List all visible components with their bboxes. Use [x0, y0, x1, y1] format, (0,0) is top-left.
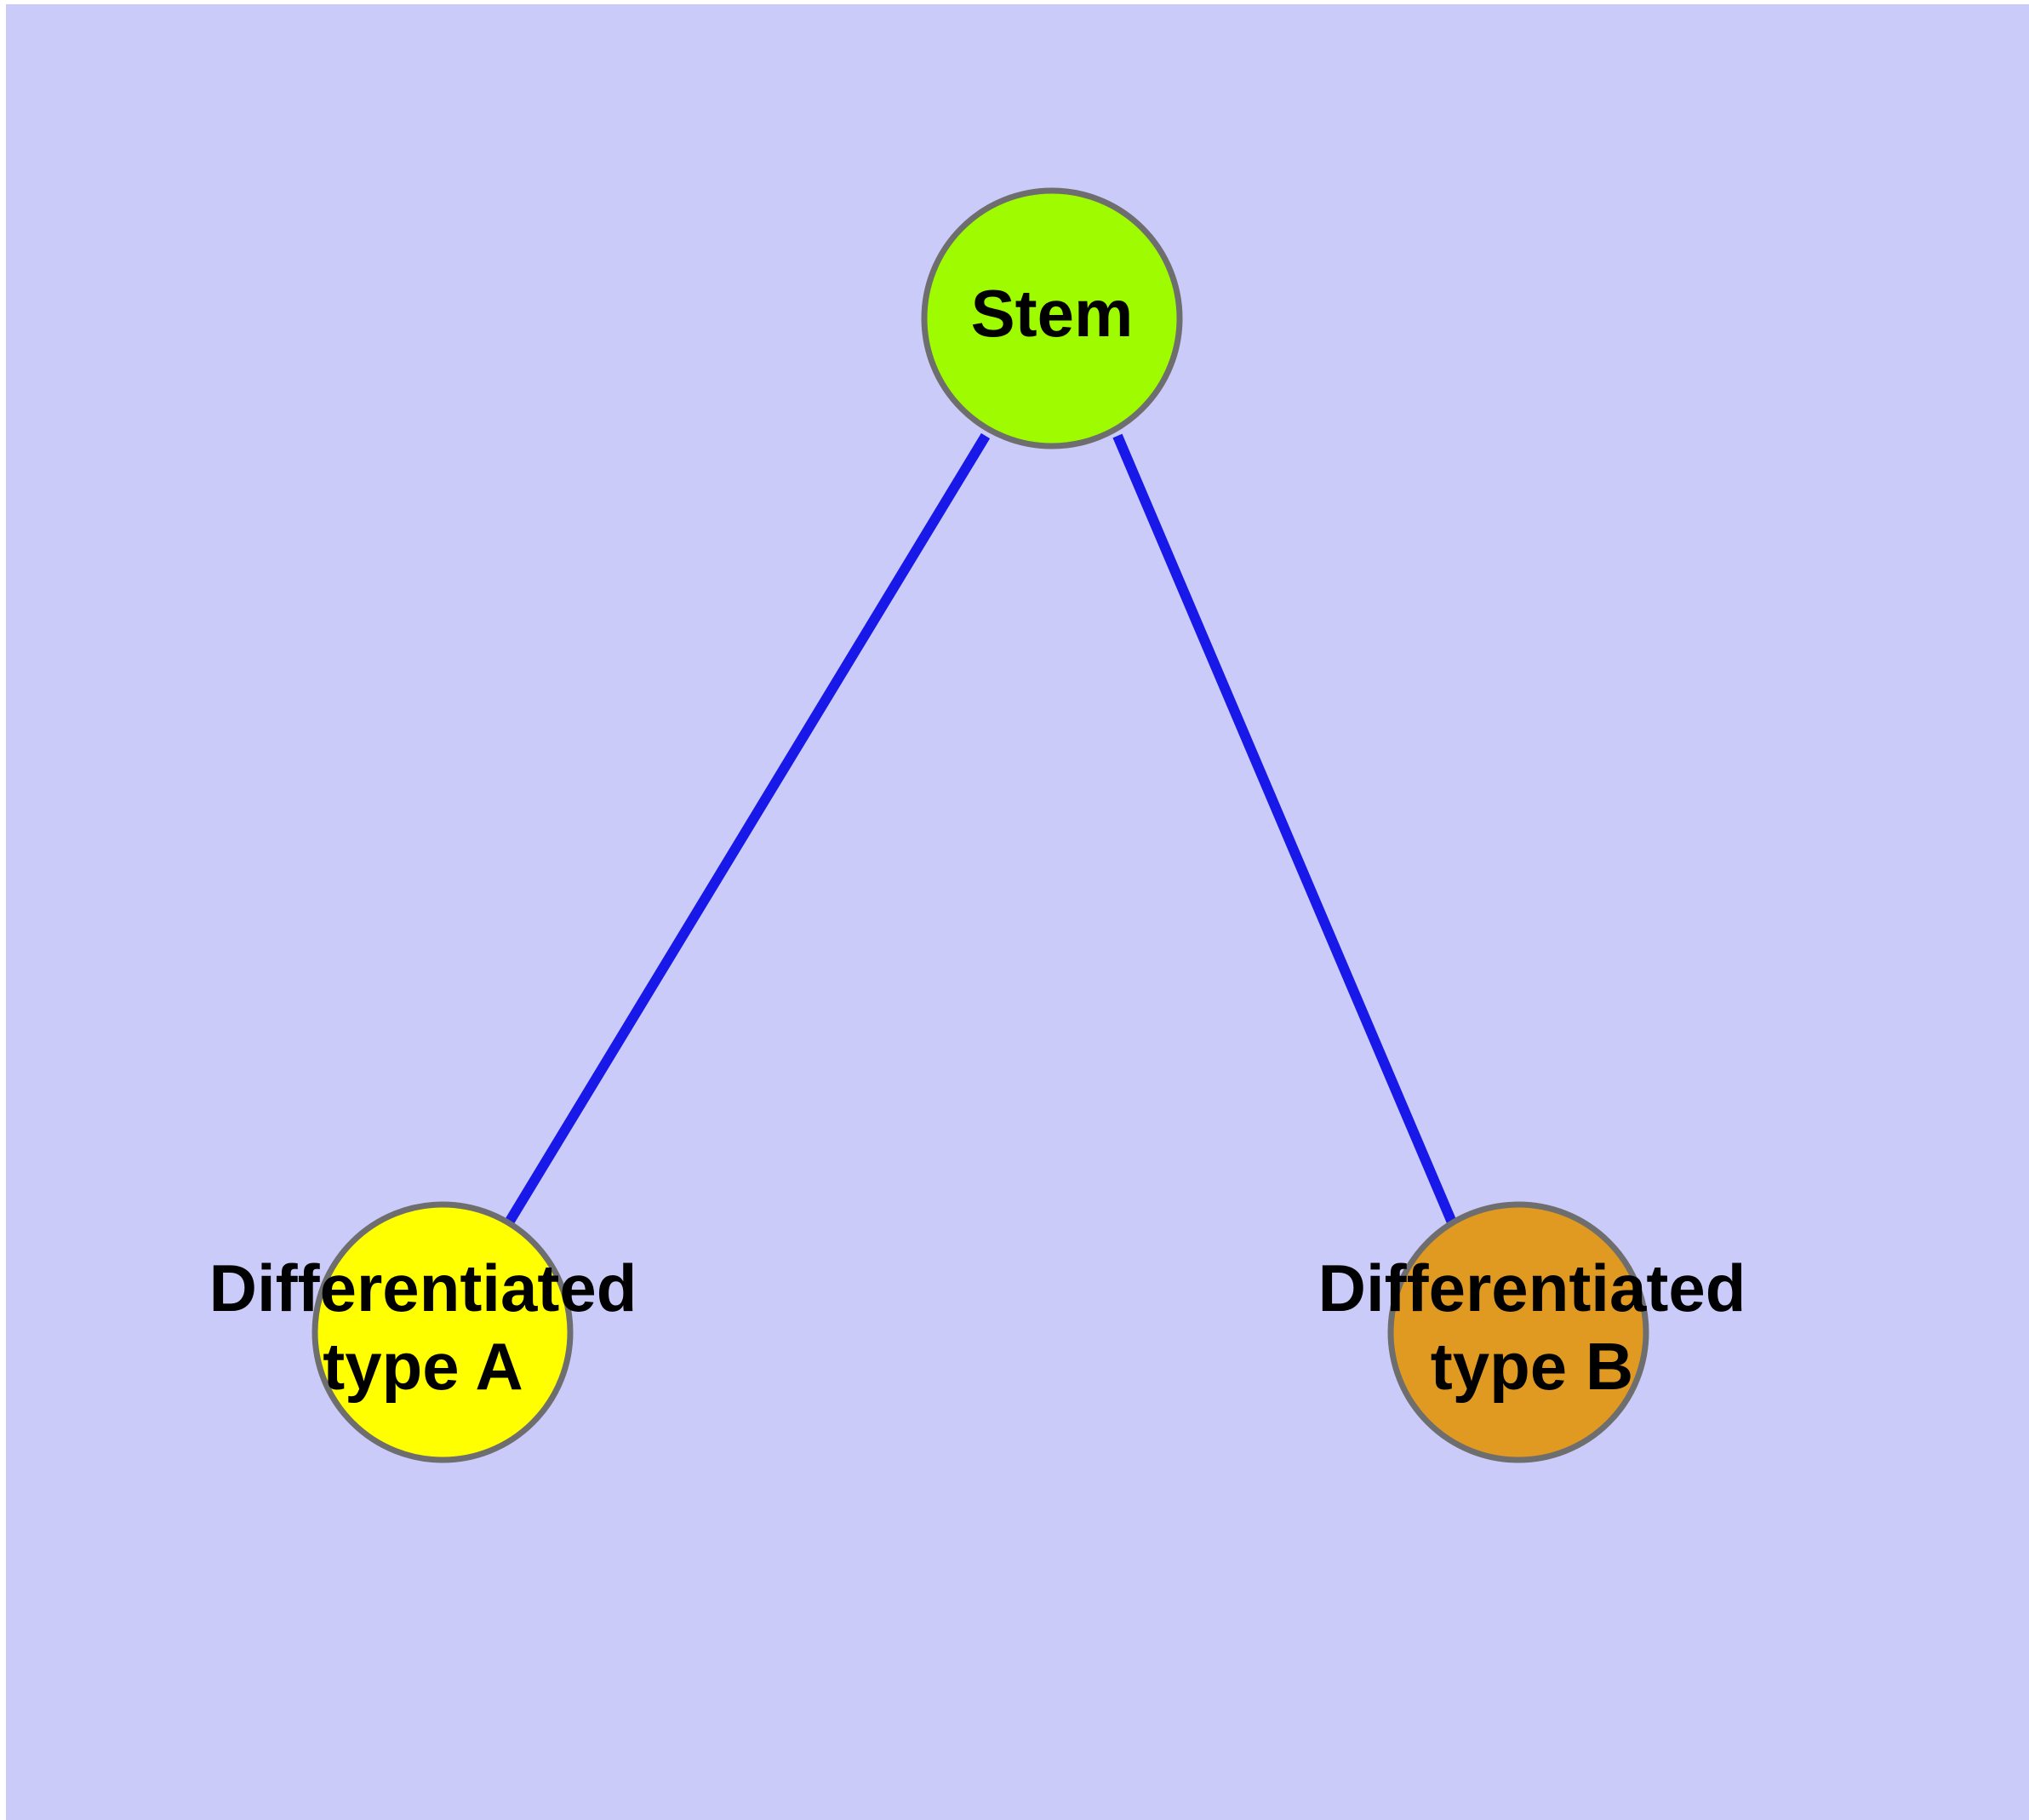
graph-node-stem[interactable]	[921, 187, 1183, 449]
node-label-line: type A	[323, 1329, 523, 1404]
node-label-stem: Stem	[971, 276, 1134, 351]
nodes-layer	[311, 187, 1649, 1463]
graph-node-diff-b[interactable]	[1387, 1201, 1649, 1463]
graph-edge-stem-to-diff-a[interactable]	[504, 432, 991, 1226]
graph-edge-stem-to-diff-b[interactable]	[1112, 433, 1457, 1225]
node-label-line: Differentiated	[1318, 1251, 1746, 1325]
node-label-line: Differentiated	[209, 1251, 637, 1325]
graph-node-diff-a[interactable]	[311, 1201, 574, 1463]
node-label-line: type B	[1431, 1329, 1633, 1404]
edges-layer	[504, 432, 1457, 1226]
node-label-line: Stem	[971, 276, 1134, 351]
